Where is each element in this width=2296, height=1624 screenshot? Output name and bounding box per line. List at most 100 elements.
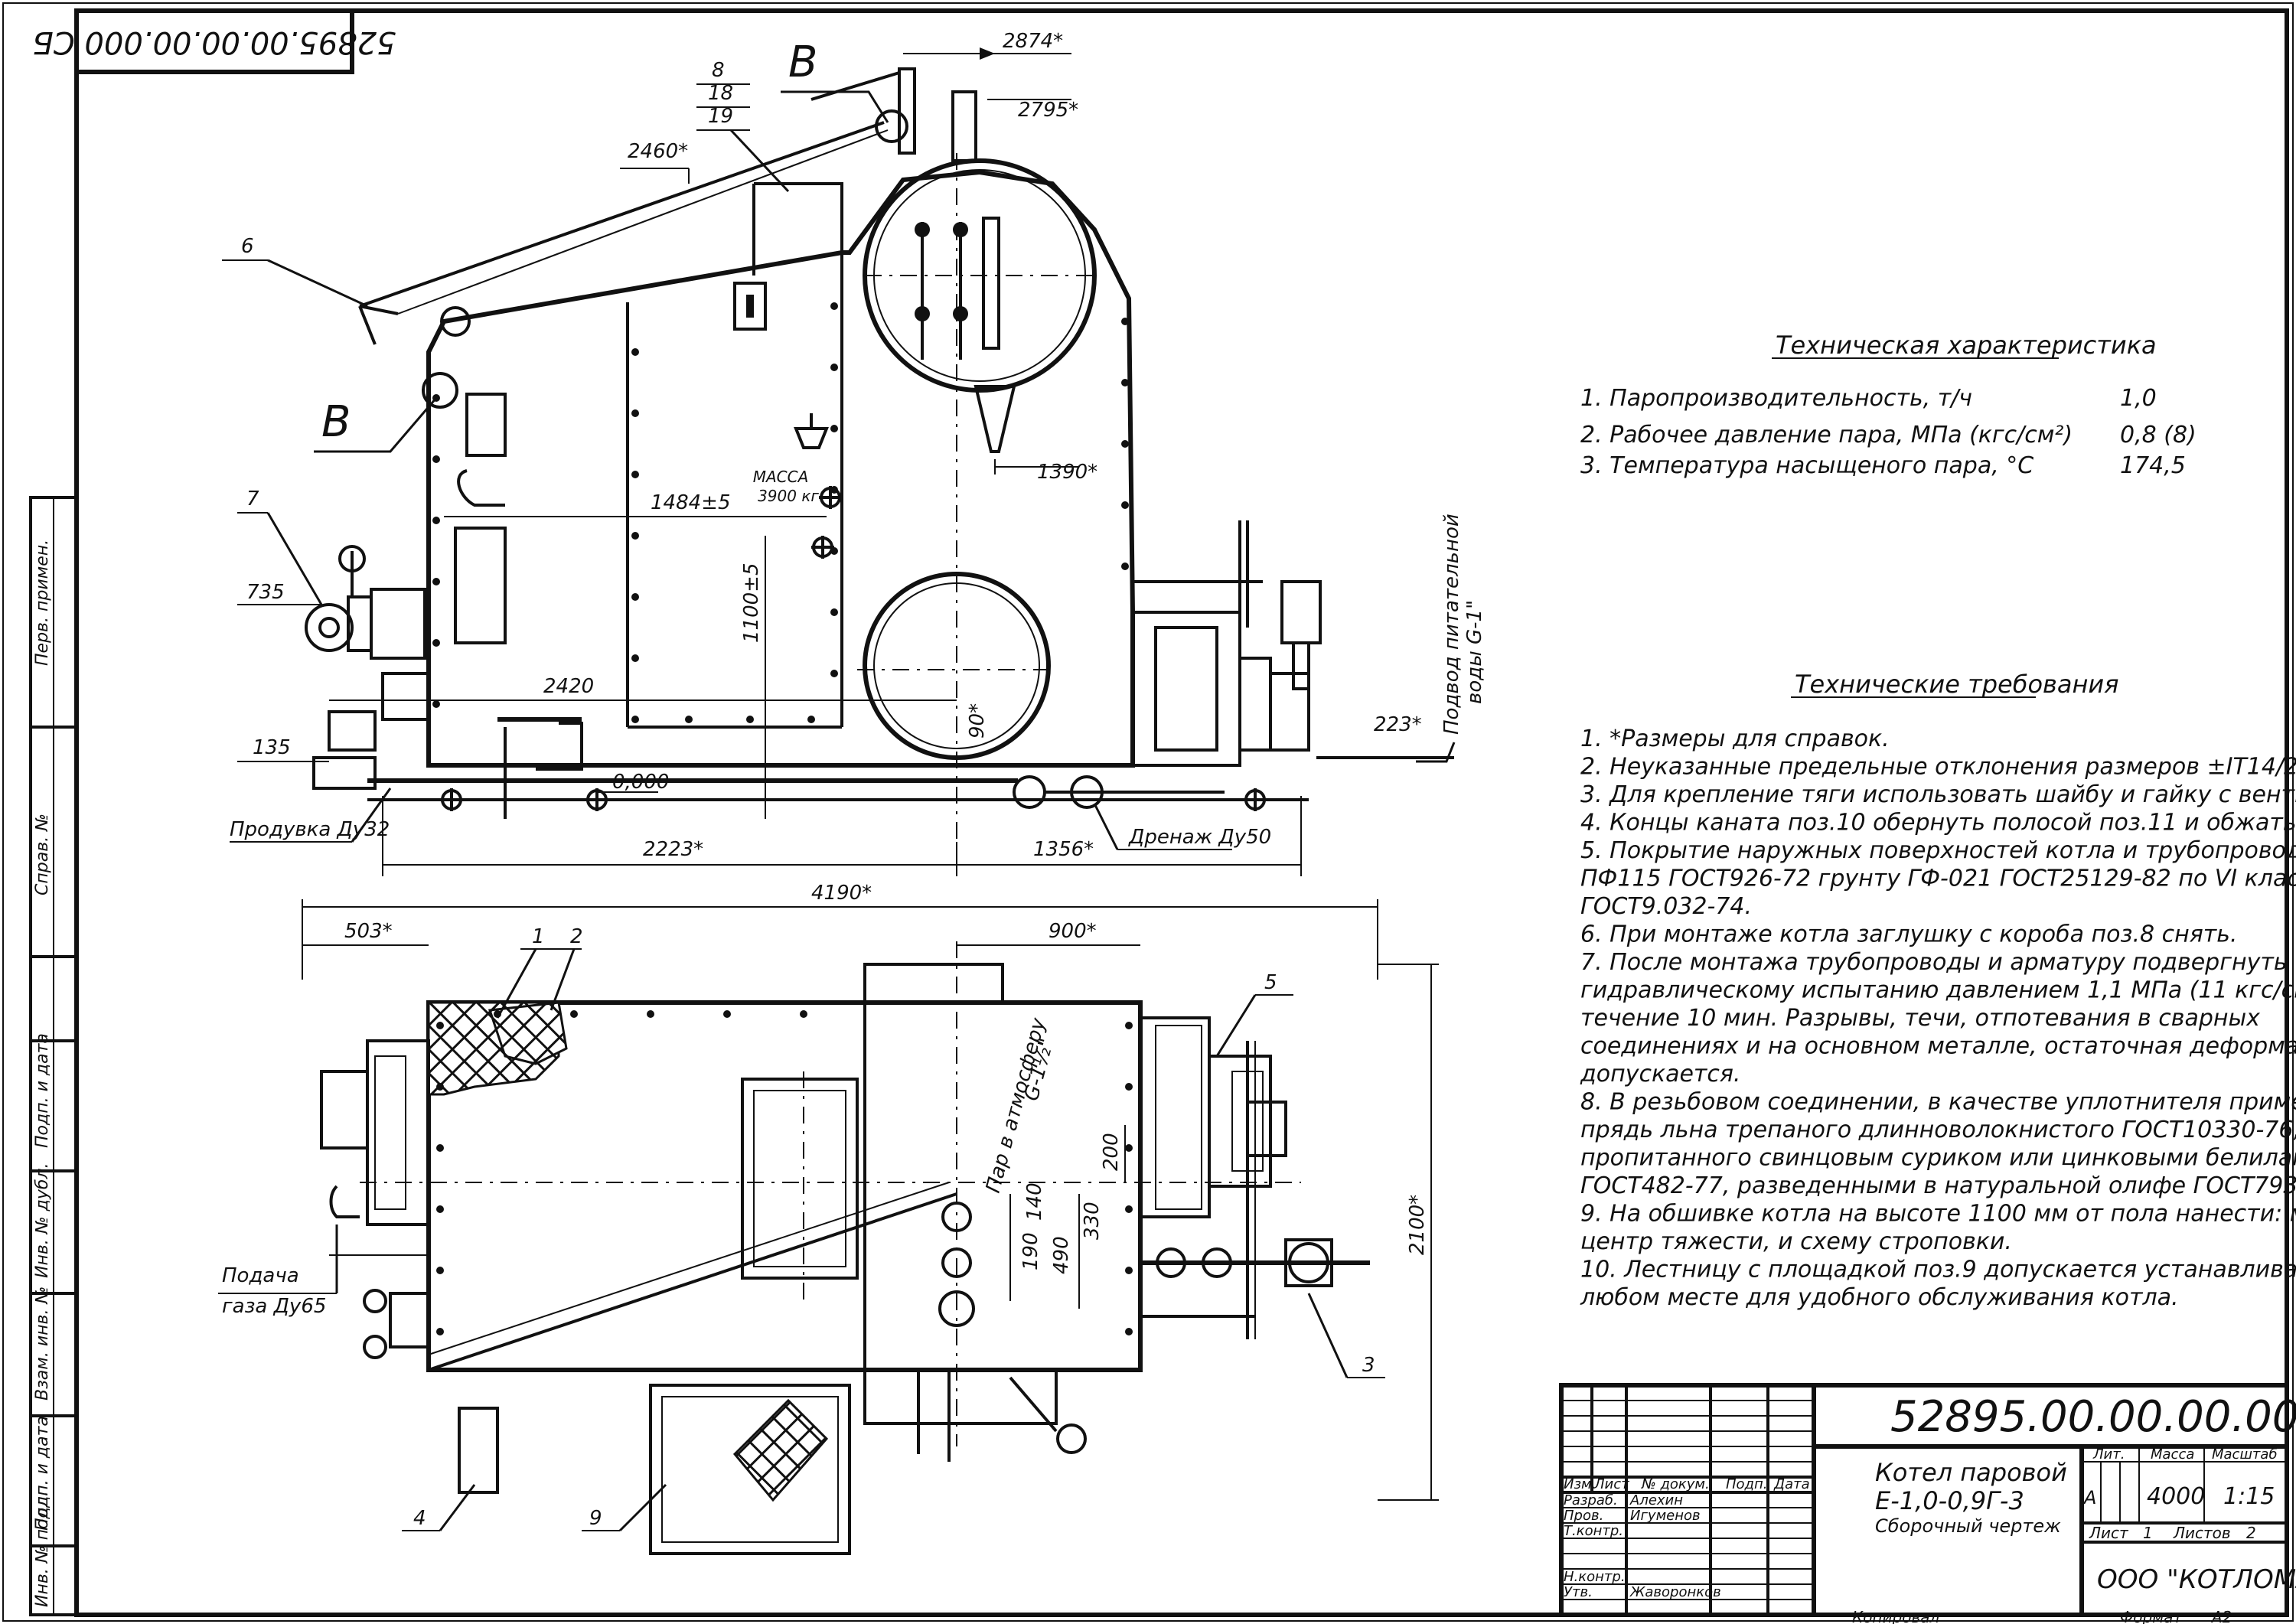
format-label: Формат [2120,1608,2183,1624]
dim-4190: 4190* [811,882,872,905]
callout-1: 1 [532,925,545,948]
tb-header-list: Лист [1593,1476,1629,1492]
callout-18: 18 [708,82,733,105]
dim-2460: 2460* [628,140,688,163]
tb-sheet-value: 1 [2143,1524,2153,1542]
tb-role-2: Пров. [1564,1508,1603,1524]
label-gas-2: газа Ду65 [222,1295,326,1318]
title-block: Изм. Лист № докум. Подп. Дата Разраб. Ал… [1559,1383,2296,1617]
tb-role-5: Утв. [1564,1584,1593,1600]
tech-req-line: прядь льна трепаного длинноволокнистого … [1580,1117,2296,1143]
refractory-zone-2 [488,1001,568,1065]
callout-3: 3 [1362,1354,1375,1377]
callout-4: 4 [413,1507,426,1530]
tech-req-line: ГОСТ482-77, разведенными в натуральной о… [1580,1172,2296,1199]
tb-name-2: Игуменов [1630,1508,1701,1524]
label-feed-water-1: Подвод питательной [1440,514,1463,735]
tech-req-line: ГОСТ9.032-74. [1580,893,1752,920]
tb-mass-value: 4000 [2147,1483,2205,1510]
tech-req-line: 4. Концы каната поз.10 обернуть полосой … [1580,810,2296,836]
dim-900: 900* [1049,920,1097,943]
item-4-box [458,1407,499,1494]
tb-lit-value: А [2082,1487,2096,1508]
tb-role-4: Н.контр. [1564,1569,1626,1585]
mass-note-value: 3900 кг [758,487,819,505]
tech-req-line: пропитанного свинцовым суриком или цинко… [1580,1145,2296,1172]
dim-0000: 0,000 [612,771,669,794]
tech-req-line: течение 10 мин. Разрывы, течи, отпотеван… [1580,1005,2260,1032]
side-stamp-column: Перв. примен. Справ. № Подп. и дата Инв.… [29,496,78,1616]
boiler-side-view: МАССА 3900 кг В В [305,38,1454,865]
tech-char-row-1-label: 1. Паропроизводительность, т/ч [1580,385,1972,412]
product-name-1: Котел паровой [1875,1458,2067,1487]
callout-2: 2 [570,925,583,948]
tech-req-line: гидравлическому испытанию давлением 1,1 … [1580,977,2296,1004]
dim-2100: 2100* [1406,1195,1429,1255]
company-name: ООО "КОТЛОМАШ" [2097,1564,2296,1595]
product-name-2: Е-1,0-0,9Г-3 [1875,1486,2024,1515]
tech-req-lines: 1. *Размеры для справок.2. Неуказанные п… [1580,726,2296,1311]
tech-char-row-3-value: 174,5 [2120,452,2186,479]
callout-5: 5 [1264,971,1277,994]
callout-7: 7 [246,488,259,510]
tech-char-row-2-label: 2. Рабочее давление пара, МПа (кгс/см²) [1580,422,2073,448]
tech-req-title: Технические требования [1795,670,2118,699]
doc-type: Сборочный чертеж [1875,1515,2061,1537]
dim-135: 135 [253,736,291,759]
dim-330: 330 [1081,1202,1104,1240]
stamp-first-use: Перв. примен. [33,540,52,666]
tb-header-izm: Изм. [1564,1476,1596,1492]
stamp-sign-date-1: Подп. и дата [33,1033,52,1148]
side-view-dimensions: 2874* 2795* 2460* 8 18 19 6 1390* 1484±5… [222,30,1486,876]
tech-req-line: допускается. [1580,1061,1740,1088]
mass-note-label: МАССА [753,468,809,486]
dim-490: 490 [1050,1236,1073,1274]
tb-sheets-header: Листов [2173,1524,2231,1542]
dim-1100: 1100±5 [740,563,763,644]
tech-req-line: 3. Для крепление тяги использовать шайбу… [1580,781,2296,808]
tech-req-line: 6. При монтаже котла заглушку с короба п… [1580,921,2237,948]
tb-name-5: Жаворонков [1629,1584,1721,1600]
dim-190: 190 [1019,1232,1042,1270]
copied-label: Копировал [1852,1608,1939,1624]
item-9-platform [649,1384,851,1555]
tb-scale-header: Масштаб [2212,1446,2278,1463]
label-blowdown: Продувка Ду32 [230,818,390,841]
tech-characteristics: Техническая характеристика 1. Паропроизв… [1580,331,2197,479]
dim-503: 503* [344,920,393,943]
callout-6: 6 [241,235,254,258]
stamp-dup-inv: Инв. № дубл. [33,1163,52,1278]
stamp-replace-inv: Взам. инв. № [33,1286,52,1401]
tech-req-line: любом месте для удобного обслуживания ко… [1580,1284,2179,1311]
dim-140: 140 [1023,1182,1046,1221]
tb-scale-value: 1:15 [2223,1483,2275,1510]
tb-role-1: Разраб. [1564,1492,1618,1508]
dim-2420: 2420 [543,675,594,698]
tech-req-line: 1. *Размеры для справок. [1580,726,1890,752]
mirrored-code-stamp: 52895.00.00.00.000 СБ [32,8,396,74]
boiler-plan-view [320,941,1370,1555]
tech-requirements: Технические требования 1. *Размеры для с… [1580,670,2296,1311]
label-gas-1: Подача [222,1264,299,1287]
tb-sheets-value: 2 [2246,1524,2256,1542]
dim-735: 735 [246,581,285,604]
tech-req-line: соединениях и на основном металле, остат… [1580,1033,2296,1060]
tech-req-line: центр тяжести, и схему строповки. [1580,1228,2012,1255]
tb-header-doc-no: № докум. [1641,1476,1710,1492]
tech-req-line: 10. Лестницу с площадкой поз.9 допускает… [1580,1257,2296,1283]
drawing-code: 52895.00.00.00.000 СБ [1890,1392,2296,1442]
tech-req-line: 7. После монтажа трубопроводы и арматуру… [1580,949,2288,976]
dim-200: 200 [1100,1133,1123,1171]
tech-req-line: ПФ115 ГОСТ926-72 грунту ГФ-021 ГОСТ25129… [1580,866,2296,892]
stamp-ref-no: Справ. № [33,814,52,895]
dim-2223: 2223* [643,838,703,861]
tb-mass-header: Масса [2151,1446,2194,1463]
format-value: А2 [2210,1608,2232,1624]
stamp-sign-date-2: Подп. и дата [33,1416,52,1531]
tech-char-row-2-value: 0,8 (8) [2120,422,2197,448]
dim-2874: 2874* [1003,30,1063,53]
tech-req-line: 9. На обшивке котла на высоте 1100 мм от… [1580,1201,2296,1228]
tech-char-title: Техническая характеристика [1776,331,2157,360]
